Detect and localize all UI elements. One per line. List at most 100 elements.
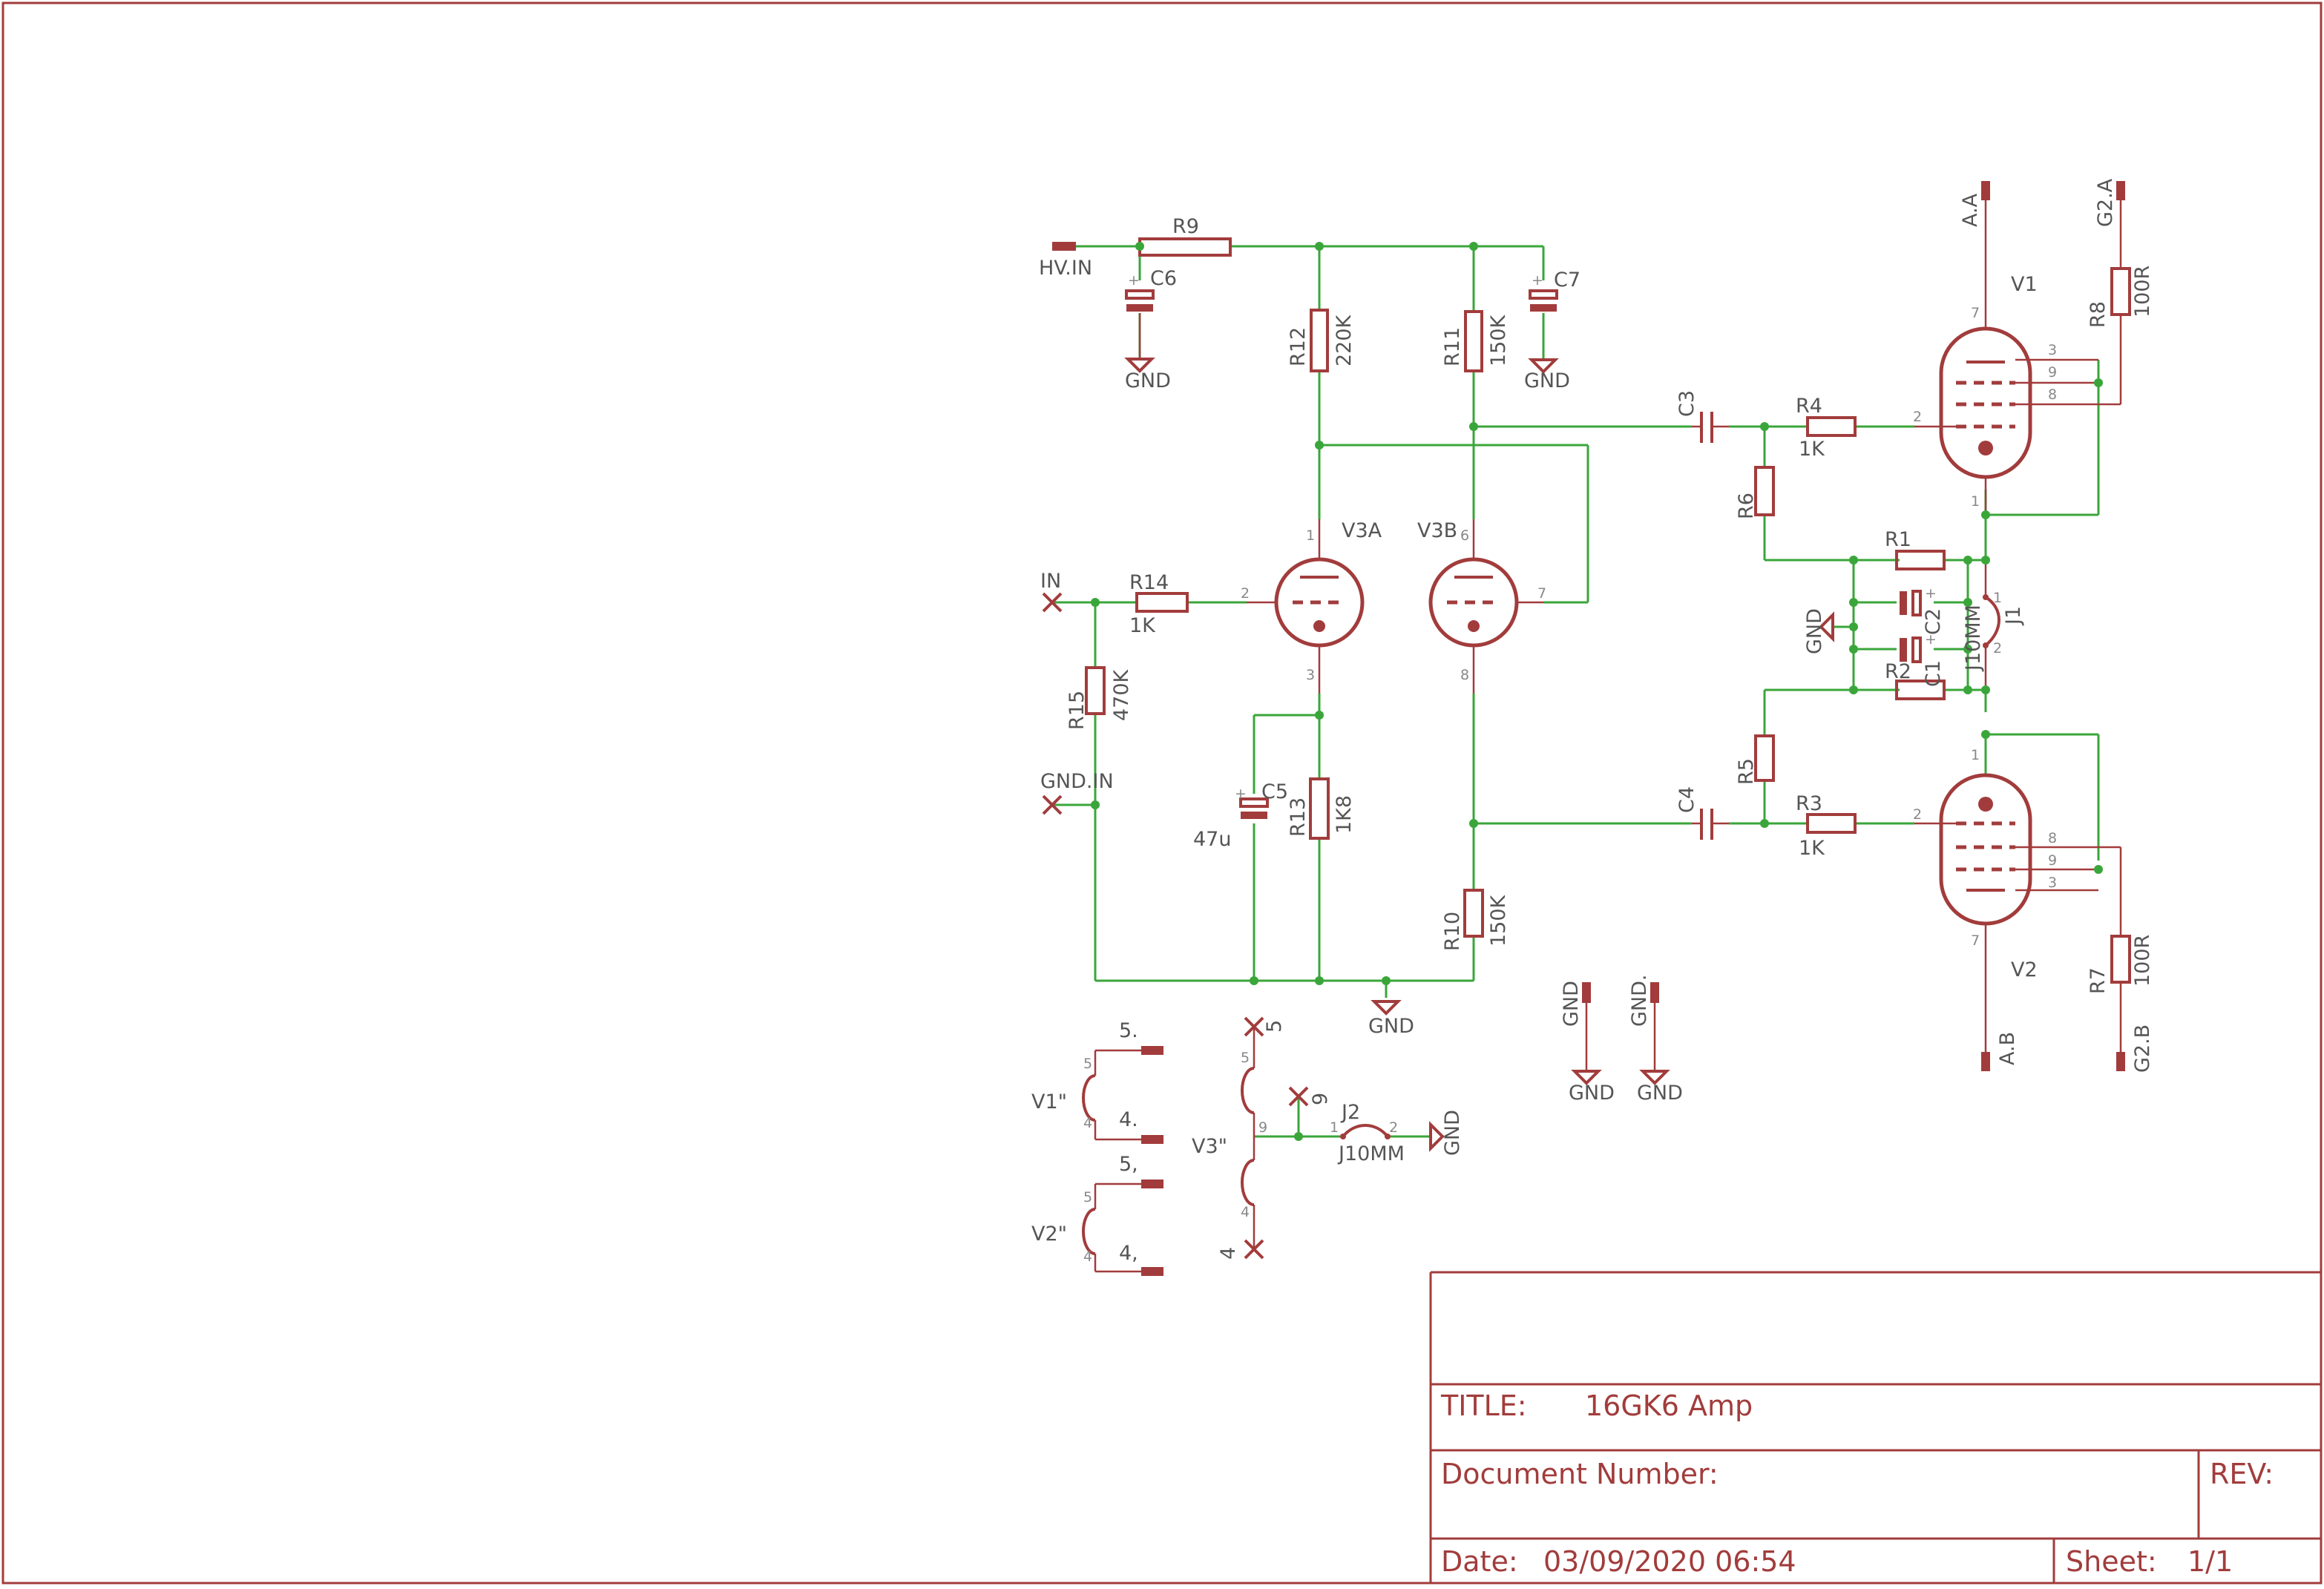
j1-value: J10MM xyxy=(1962,605,1985,672)
r7-ref: R7 xyxy=(2087,967,2110,994)
ground-symbol-bus xyxy=(1371,1000,1402,1016)
resistor-r3-body xyxy=(1806,813,1857,834)
heater-v3-pin-5: 5 xyxy=(1241,1050,1250,1066)
resistor-r7-body xyxy=(2110,935,2131,984)
pad-gnd-port xyxy=(1650,982,1659,1003)
resistor-r8-body xyxy=(2110,267,2131,316)
jumper-j1-link xyxy=(1984,596,2000,647)
capacitor-c1-plate-plus xyxy=(1911,636,1922,663)
r11-ref: R11 xyxy=(1441,327,1464,366)
sheet-label: Sheet: xyxy=(2066,1545,2157,1578)
net-label-fil-v3-5: 5 xyxy=(1263,1020,1286,1033)
capacitor-c7-plate-minus xyxy=(1530,304,1557,312)
v1-pin-9: 9 xyxy=(2048,364,2057,381)
tube-v3b xyxy=(1428,519,1543,694)
r8-ref: R8 xyxy=(2087,301,2110,328)
v1-pin-8: 8 xyxy=(2048,386,2057,403)
net-label-hv-in: HV.IN xyxy=(1039,257,1092,280)
date-label: Date: xyxy=(1441,1545,1518,1578)
pad-fil-v2-5 xyxy=(1141,1180,1163,1188)
title-label: TITLE: xyxy=(1440,1389,1527,1422)
net-label-fil-v3-9: 9 xyxy=(1309,1093,1332,1105)
v1-pin-1: 1 xyxy=(1971,493,1980,510)
heater-v1-ref: V1" xyxy=(1031,1090,1067,1113)
net-label-gnd-port-vertical: GND. xyxy=(1628,975,1651,1027)
v2-pin-8: 8 xyxy=(2048,830,2057,846)
j1-ref: J1 xyxy=(2002,606,2025,626)
v2-pin-7: 7 xyxy=(1971,932,1980,949)
r3-value: 1K xyxy=(1799,837,1825,860)
revision-label: REV: xyxy=(2210,1458,2274,1490)
ground-symbol-gnd-port xyxy=(1639,1070,1670,1085)
capacitor-c2-plate-minus xyxy=(1900,591,1907,615)
resistor-r10-body xyxy=(1463,889,1484,938)
c6-plus-mark: + xyxy=(1128,272,1140,289)
v1-pin-7: 7 xyxy=(1971,305,1980,321)
pad-a-b xyxy=(1981,1052,1990,1071)
pad-g2-b xyxy=(2116,1052,2125,1071)
v3a-pin-3: 3 xyxy=(1306,667,1315,683)
r7-value: 100R xyxy=(2131,935,2154,987)
capacitor-c5-plate-minus xyxy=(1241,812,1267,819)
labels: HV.IN IN GND.IN GND GND GND GND GND GND … xyxy=(1031,178,2154,1265)
ground-symbol-j2 xyxy=(1429,1121,1445,1152)
pad-fil-v1-5 xyxy=(1141,1046,1163,1055)
heater-v2-pin-4: 4 xyxy=(1083,1248,1092,1265)
resistor-r15-body xyxy=(1085,666,1106,715)
net-label-gnd-cathode: GND xyxy=(1803,608,1826,654)
v3b-pin-7: 7 xyxy=(1537,585,1546,602)
pad-g2-a xyxy=(2116,181,2125,200)
pad-hv-in xyxy=(1052,242,1076,251)
net-label-g2-a: G2.A xyxy=(2094,178,2117,227)
resistor-r4-body xyxy=(1806,416,1857,437)
resistor-r9-body xyxy=(1138,237,1232,257)
title-block: TITLE: 16GK6 Amp Document Number: REV: D… xyxy=(1429,1271,2321,1583)
c5-plus-mark: + xyxy=(1235,786,1247,802)
net-label-fil-v1-5: 5. xyxy=(1119,1019,1138,1042)
document-number-label: Document Number: xyxy=(1441,1458,1719,1490)
v3a-pin-2: 2 xyxy=(1241,585,1250,602)
v2-pin-1: 1 xyxy=(1971,747,1980,763)
r5-ref: R5 xyxy=(1735,758,1758,785)
no-connect-markers xyxy=(1042,592,1309,1260)
ground-symbol-gnd-pad xyxy=(1571,1070,1602,1085)
jumper-j2-link xyxy=(1342,1124,1389,1138)
r8-value: 100R xyxy=(2131,266,2154,318)
ground-symbol-c7 xyxy=(1528,358,1559,374)
net-label-gnd-in: GND.IN xyxy=(1040,770,1114,793)
c2-plus-mark: + xyxy=(1925,585,1937,602)
c3-ref: C3 xyxy=(1675,390,1698,417)
net-label-gnd-pad-vertical: GND xyxy=(1560,981,1583,1027)
v3b-ref: V3B xyxy=(1417,519,1457,542)
heater-v2 xyxy=(1082,1182,1143,1273)
c4-ref: C4 xyxy=(1675,786,1698,813)
resistor-r6-body xyxy=(1754,466,1775,516)
net-label-in: IN xyxy=(1040,570,1061,593)
j1-pin-1: 1 xyxy=(1993,590,2002,606)
net-label-gnd-bus: GND xyxy=(1368,1015,1414,1038)
r14-value: 1K xyxy=(1129,614,1156,637)
r9-ref: R9 xyxy=(1172,215,1199,238)
r1-ref: R1 xyxy=(1885,528,1911,551)
pad-a-a xyxy=(1981,181,1990,200)
v3b-pin-6: 6 xyxy=(1460,527,1469,544)
heater-v3 xyxy=(1241,1027,1255,1249)
v1-ref: V1 xyxy=(2011,273,2038,296)
v1-pin-3: 3 xyxy=(2048,342,2057,358)
r12-ref: R12 xyxy=(1287,327,1310,366)
c6-ref: C6 xyxy=(1150,267,1177,290)
net-label-g2-b: G2.B xyxy=(2131,1024,2154,1073)
sheet-value: 1/1 xyxy=(2187,1545,2233,1578)
v1-pin-2: 2 xyxy=(1913,409,1922,425)
capacitor-c1-plate-minus xyxy=(1900,638,1907,662)
heater-v2-ref: V2" xyxy=(1031,1223,1067,1246)
j2-ref: J2 xyxy=(1340,1101,1360,1124)
tube-v2 xyxy=(1914,773,2098,1053)
net-label-fil-v2-5: 5, xyxy=(1119,1153,1138,1176)
v3a-pin-1: 1 xyxy=(1306,527,1315,544)
net-label-fil-v2-4: 4, xyxy=(1119,1242,1138,1265)
j2-value: J10MM xyxy=(1337,1142,1405,1165)
capacitor-c5-plate-plus xyxy=(1239,797,1269,808)
